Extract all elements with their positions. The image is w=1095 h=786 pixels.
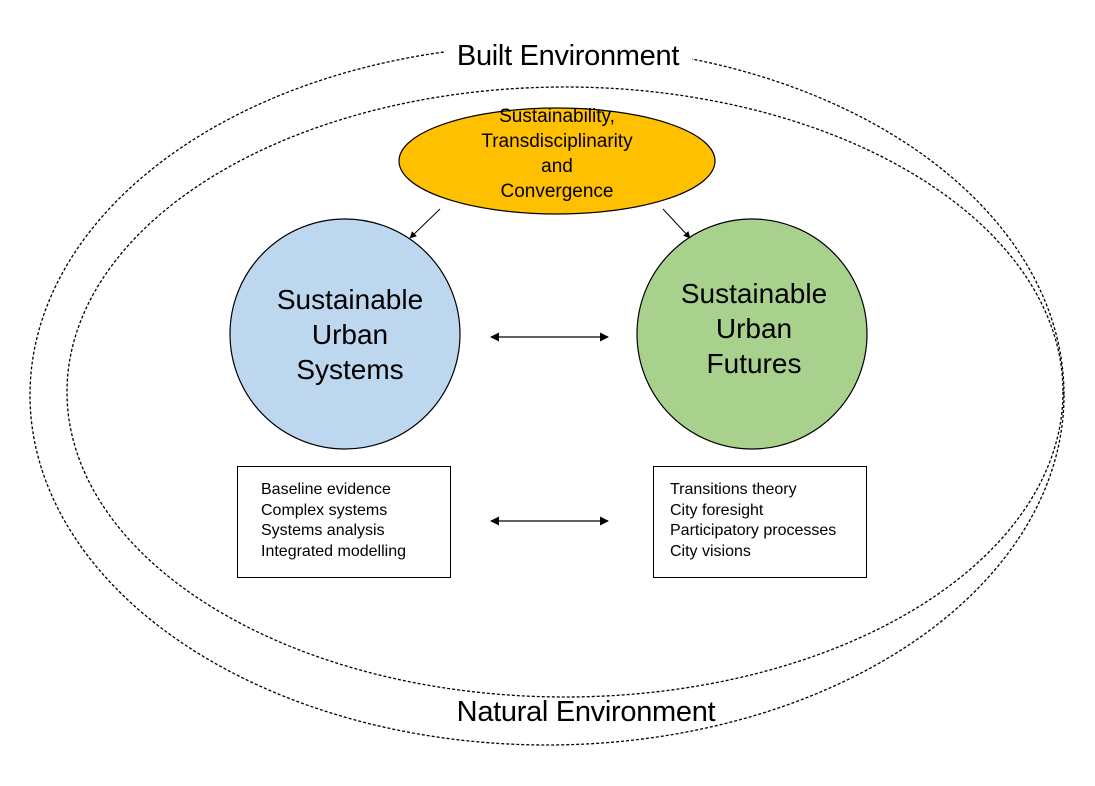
right-box-item: City foresight [670,501,764,519]
core-label-line: and [541,156,573,177]
right-circle-label: Sustainable Urban Futures [654,276,854,381]
left-circle [229,218,461,450]
left-box-item: Systems analysis [261,522,385,539]
core-label: Sustainability, Transdisciplinarity and … [432,104,682,204]
core-label-line: Transdisciplinarity [481,131,633,152]
right-box-item: City visions [670,542,751,560]
right-circle-label-line: Futures [706,348,802,379]
left-circle-label-line: Urban [311,319,389,350]
core-label-line: Sustainability, [499,106,615,127]
left-circle-label-line: Systems [296,354,404,385]
left-box-item: Baseline evidence [261,481,391,498]
built-environment-label: Built Environment [444,40,692,73]
arrow-core-to-left [409,208,441,239]
core-label-line: Convergence [500,181,614,202]
arrow-core-to-right [662,208,691,239]
right-circle [636,218,868,450]
right-circle-label-line: Urban [715,313,793,344]
inner-environment-boundary [66,86,1064,698]
left-circle-label: Sustainable Urban Systems [250,282,450,387]
right-circle-label-line: Sustainable [680,278,828,309]
left-box-item: Integrated modelling [261,542,406,560]
natural-environment-label: Natural Environment [456,696,716,728]
left-circle-label-line: Sustainable [276,284,424,315]
left-methods-box: Baseline evidence Complex systems System… [237,466,451,578]
right-methods-box: Transitions theory City foresight Partic… [653,466,867,578]
core-ellipse [398,107,716,215]
left-box-item: Complex systems [261,501,388,519]
right-box-item: Transitions theory [670,481,797,498]
right-box-item: Participatory processes [670,522,837,539]
